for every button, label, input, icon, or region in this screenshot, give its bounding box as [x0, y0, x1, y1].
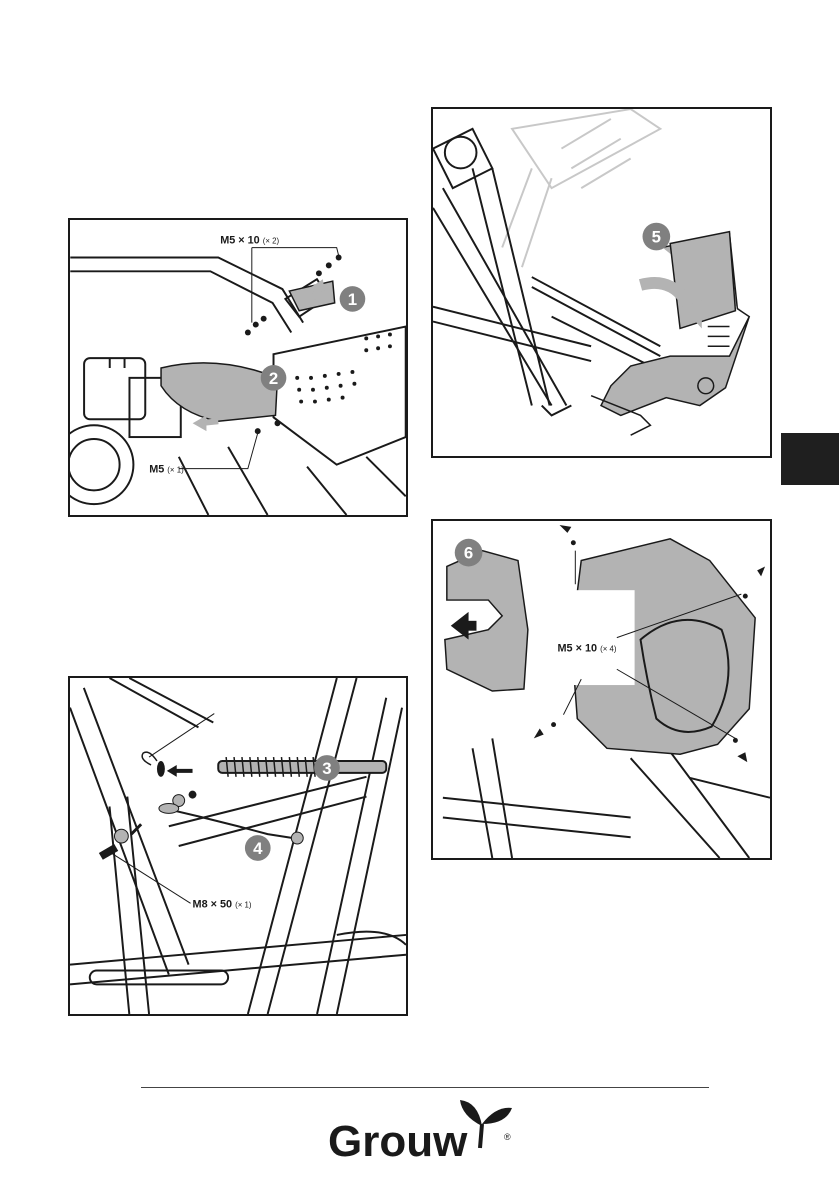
panel-2-illustration: 3 4 M8 × 50 (× 1): [70, 678, 406, 1014]
registered-mark: ®: [504, 1132, 511, 1142]
fastener-label: M5 × 10 (× 4): [558, 642, 617, 654]
step-badge: 5: [652, 227, 661, 246]
assembly-panel-1: 1 2 M5 × 10 (× 2) M5 (× 1): [68, 218, 408, 517]
fastener-label: M5 × 10 (× 2): [220, 235, 279, 247]
footer-divider: [141, 1087, 709, 1088]
fastener-label: M8 × 50 (× 1): [193, 898, 252, 910]
logo-wordmark: Grouw: [328, 1117, 468, 1166]
step-badge: 2: [269, 369, 278, 388]
fastener-label: M5 (× 1): [149, 464, 184, 476]
panel-4-illustration: 6 M5 × 10 (× 4): [433, 521, 770, 858]
chapter-tab: [781, 433, 839, 485]
assembly-panel-4: 6 M5 × 10 (× 4): [431, 519, 772, 860]
assembly-panel-3: 5: [431, 107, 772, 458]
brand-logo: Grouw ®: [328, 1096, 518, 1168]
step-badge: 6: [464, 544, 473, 563]
assembly-panel-2: 3 4 M8 × 50 (× 1): [68, 676, 408, 1016]
step-badge: 3: [322, 759, 331, 778]
step-badge: 4: [253, 839, 263, 858]
step-badge: 1: [348, 290, 357, 309]
panel-1-illustration: 1 2 M5 × 10 (× 2) M5 (× 1): [70, 220, 406, 515]
panel-3-illustration: 5: [433, 109, 770, 456]
